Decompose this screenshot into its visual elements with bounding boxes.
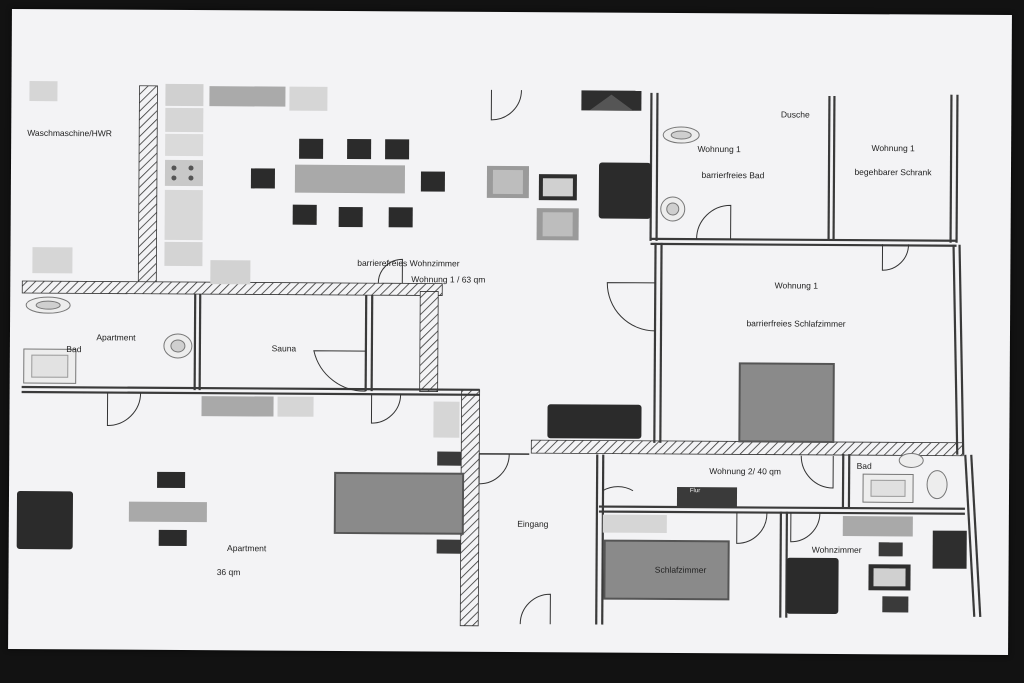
door-swing — [790, 512, 821, 543]
label-bad-w2: Bad — [856, 460, 872, 471]
door-swing — [370, 394, 402, 424]
bed-icon — [603, 539, 730, 601]
label-apartment-bad: Bad — [66, 344, 82, 355]
door-swing — [696, 204, 732, 240]
door-swing — [490, 89, 522, 121]
label-sauna: Sauna — [271, 343, 297, 354]
label-schlaf-w1: barrierfreies Schlafzimmer — [746, 318, 846, 329]
door-swing — [606, 282, 656, 332]
door-swing — [800, 455, 834, 489]
sofa-icon — [598, 162, 652, 219]
wall-hwr — [137, 85, 158, 287]
label-bad-w1: barrierfreies Bad — [701, 169, 765, 181]
furniture-wohnung2 — [602, 452, 967, 614]
label-waschmaschine: Waschmaschine/HWR — [27, 127, 112, 139]
dining-table — [294, 164, 406, 194]
label-flur: Flur — [689, 488, 701, 495]
door-swing — [602, 460, 634, 492]
door-swing — [736, 512, 768, 544]
bed-icon — [333, 471, 465, 535]
sofa-icon — [786, 557, 839, 614]
label-schlaf-w2: Schlafzimmer — [654, 564, 707, 575]
tv-icon — [932, 530, 967, 569]
furniture-apartment-bad — [23, 296, 193, 384]
wall-schlaf-bottom — [530, 439, 964, 457]
label-dusche: Dusche — [780, 109, 810, 120]
stove-icon — [164, 159, 204, 187]
door-swing — [313, 350, 366, 392]
label-apartment: Apartment — [227, 543, 267, 554]
label-wohnung2: Wohnung 2/ 40 qm — [709, 465, 782, 477]
dining-table-group — [250, 138, 445, 228]
label-bad-w1-title: Wohnung 1 — [697, 143, 741, 155]
furniture-wohnzimmer-w1 — [486, 90, 652, 439]
door-swing — [519, 593, 551, 625]
label-apartment-bad-title: Apartment — [96, 332, 136, 343]
door-swing — [881, 244, 910, 271]
sofa-icon — [16, 491, 74, 550]
furniture-bad-w1 — [660, 126, 700, 222]
door-swing — [106, 392, 142, 427]
bed-icon — [738, 362, 835, 443]
furniture-apartment — [16, 396, 465, 554]
doors — [106, 89, 910, 625]
label-schrank-title: Wohnung 1 — [871, 142, 915, 154]
toilet-icon — [926, 470, 948, 500]
wall-sauna-right — [419, 291, 439, 392]
door-swing — [478, 453, 510, 485]
door-swing — [377, 258, 403, 284]
floor-plan-sheet: Waschmaschine/HWR barrierefreies Wohnzim… — [8, 8, 1012, 656]
label-schrank: begehbarer Schrank — [854, 166, 932, 178]
label-wohnzimmer-w1: barrierefreies Wohnzimmer — [357, 257, 460, 269]
sink-icon — [898, 452, 924, 468]
walls — [21, 85, 964, 627]
label-wohnzimmer-w2: Wohnzimmer — [811, 544, 862, 555]
label-eingang: Eingang — [517, 518, 549, 529]
sofa-icon — [547, 404, 642, 439]
label-schlaf-w1-title: Wohnung 1 — [774, 280, 818, 291]
label-wohnung1-size: Wohnung 1 / 63 qm — [411, 274, 486, 285]
label-apartment-size: 36 qm — [216, 566, 241, 578]
floor-plan — [16, 81, 982, 627]
furniture-hwr — [29, 81, 328, 285]
